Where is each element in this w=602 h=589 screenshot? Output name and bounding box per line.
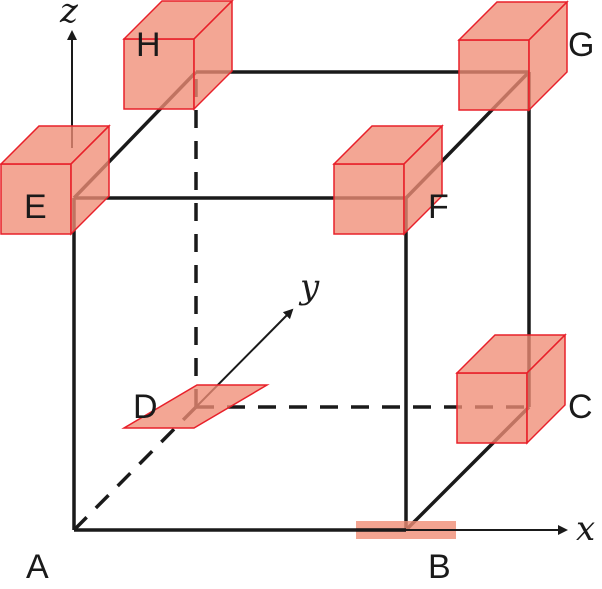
vertex-label-e: E <box>24 188 47 226</box>
axis-label-z: z <box>59 0 79 31</box>
cube-g-face-1 <box>458 39 530 111</box>
axis-label-y: y <box>298 267 320 307</box>
cube-f <box>332 124 444 236</box>
cube-f-face-3 <box>403 124 443 236</box>
vertex-label-f: F <box>428 188 449 226</box>
cube-f-face-1 <box>333 163 405 235</box>
cube-c-face-1 <box>456 372 528 444</box>
cube-g <box>457 0 569 112</box>
cube-e-face-3 <box>70 124 110 236</box>
cube-c <box>455 333 567 445</box>
vertex-label-c: C <box>568 388 593 426</box>
cube-e <box>0 124 111 236</box>
vertex-label-h: H <box>136 26 161 64</box>
cube-g-face-3 <box>528 0 568 112</box>
axis-label-x: x <box>576 509 595 549</box>
cube-c-face-3 <box>526 333 566 445</box>
vertex-cubes <box>0 0 569 445</box>
vertex-label-g: G <box>568 26 594 64</box>
cube-h-face-3 <box>193 0 233 111</box>
cube-h <box>122 0 234 111</box>
square-at-d <box>121 384 270 429</box>
vertex-label-a: A <box>26 548 49 586</box>
vertex-label-d: D <box>133 388 158 426</box>
vertex-label-b: B <box>428 548 451 586</box>
hidden-edges <box>72 72 529 532</box>
